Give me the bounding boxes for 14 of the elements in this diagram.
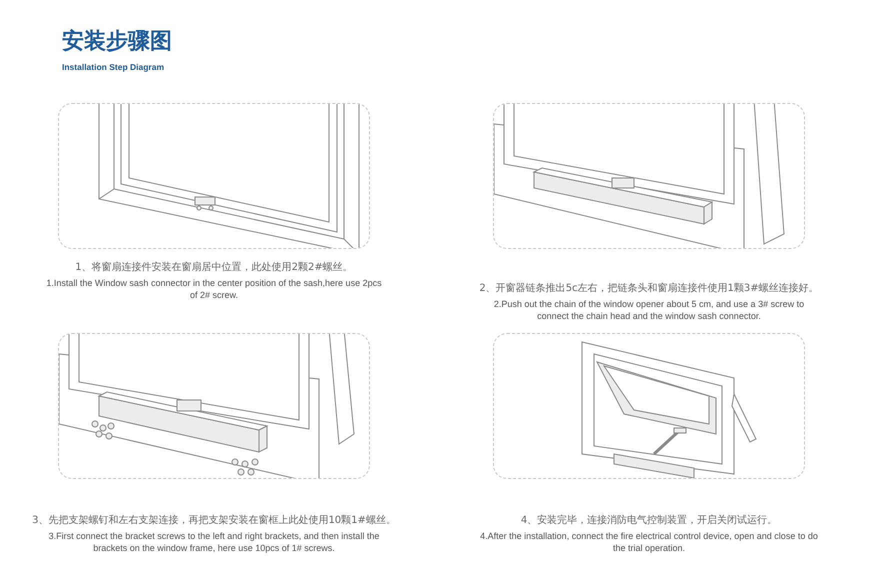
caption-zh: 2、开窗器链条推出5c左右，把链条头和窗扇连接件使用1颗3#螺丝连接好。 (478, 282, 820, 295)
window-drawing (58, 103, 370, 249)
subtitle: Installation Step Diagram (62, 62, 164, 72)
caption-en: 3.First connect the bracket screws to the left and right brackets, and then install the brackets on the window frame, here use 10pcs of 1# screws. (48, 530, 380, 554)
title: 安装步骤图 (62, 28, 172, 56)
caption-en: 1.Install the Window sash connector in the center position of the sash,here use 2pcs of 2# screw. (45, 277, 383, 301)
caption-zh: 4、安装完毕，连接消防电气控制装置，开启关闭试运行。 (520, 514, 778, 527)
caption-zh: 3、先把支架螺钉和左右支架连接，再把支架安装在窗框上此处使用10颗1#螺丝。 (31, 514, 397, 527)
window-drawing (493, 333, 805, 479)
window-drawing (58, 333, 370, 479)
window-drawing (493, 103, 805, 249)
caption-en: 4.After the installation, connect the fire electrical control device, open and close to do the trial operation. (479, 530, 819, 554)
caption-en: 2.Push out the chain of the window opener about 5 cm, and use a 3# screw to connect the chain head and the window sash connector. (492, 298, 806, 322)
caption-zh: 1、将窗扇连接件安装在窗扇居中位置，此处使用2颗2#螺丝。 (74, 260, 354, 274)
